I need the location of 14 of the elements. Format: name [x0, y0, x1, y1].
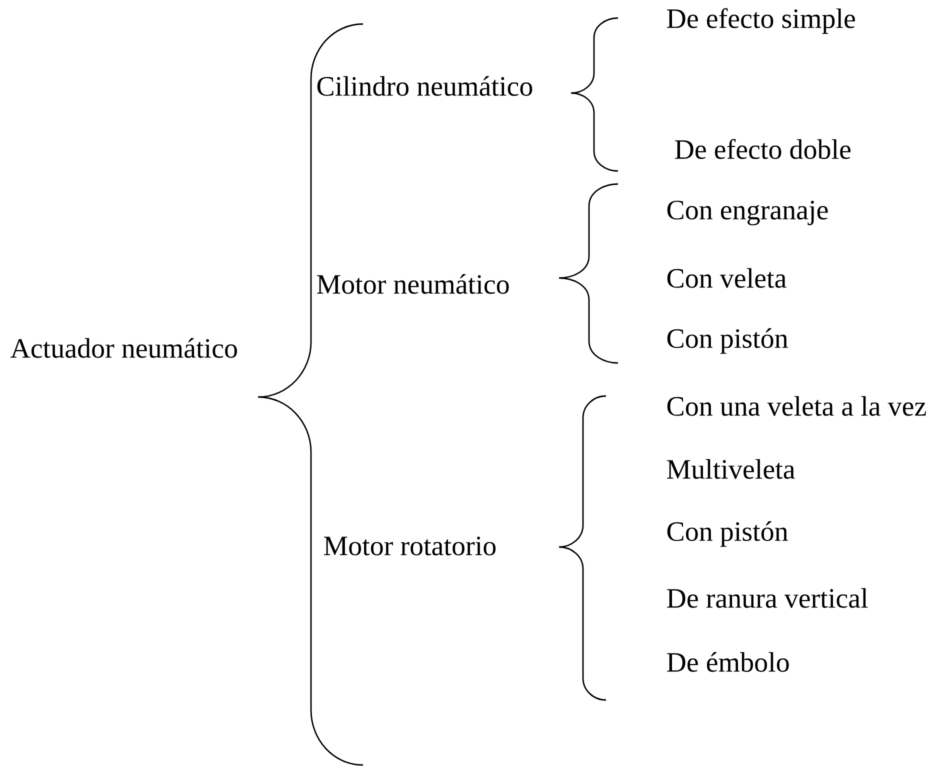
item-label: De efecto doble — [675, 139, 850, 159]
item-label: Con una veleta a la vez — [667, 396, 926, 416]
root-label: Actuador neumático — [10, 338, 237, 358]
item-label: De ranura vertical — [667, 588, 868, 608]
item-label: Con engranaje — [667, 200, 828, 226]
item-label: Con pistón — [667, 521, 788, 547]
item-label: Con pistón — [667, 328, 788, 354]
category-label: Motor neumático — [317, 274, 509, 294]
item-label: Multiveleta — [667, 459, 795, 479]
item-label: De efecto simple — [667, 8, 855, 34]
item-label: Con veleta — [667, 268, 786, 288]
category-label: Cilindro neumático — [317, 76, 532, 96]
category-label: Motor rotatorio — [324, 536, 496, 556]
item-label: De émbolo — [667, 652, 789, 672]
